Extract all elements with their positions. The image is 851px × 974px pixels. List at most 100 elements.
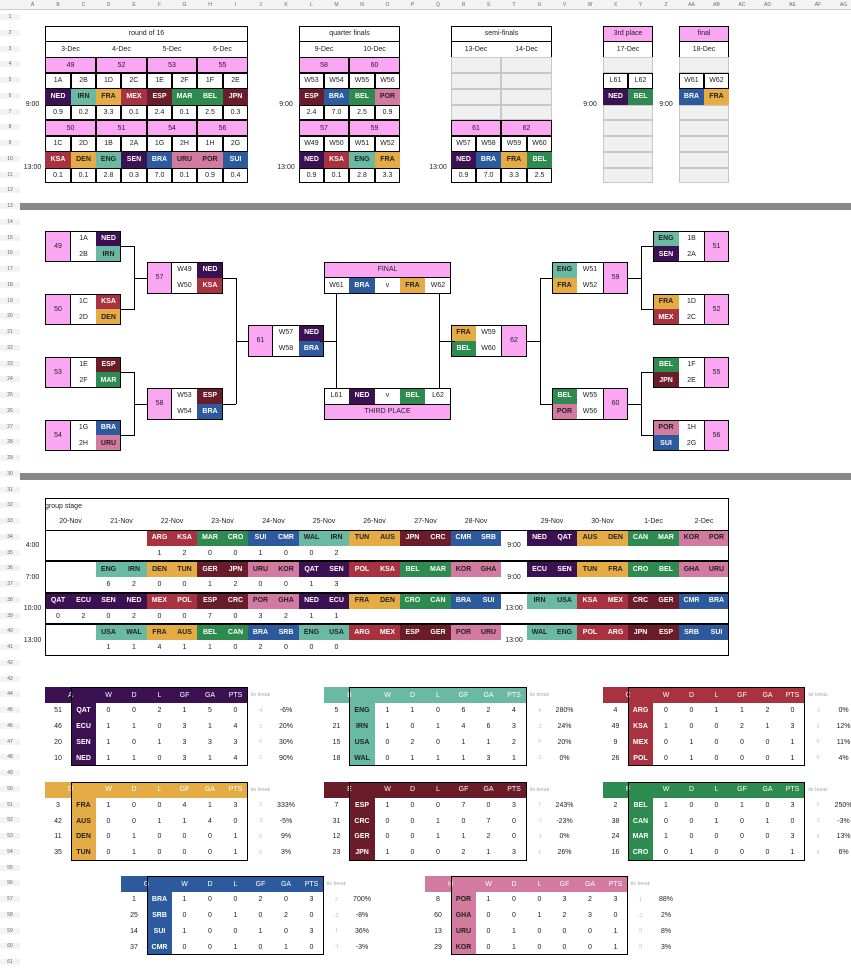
- row-number[interactable]: 16: [0, 250, 20, 257]
- row-number[interactable]: 35: [0, 549, 20, 556]
- row-number[interactable]: 2: [0, 29, 20, 36]
- row-number[interactable]: 51: [0, 801, 20, 808]
- column-header[interactable]: C: [71, 0, 96, 10]
- row-number[interactable]: 36: [0, 565, 20, 572]
- column-header[interactable]: D: [96, 0, 121, 10]
- row-number[interactable]: 44: [0, 691, 20, 698]
- column-header[interactable]: AB: [704, 0, 729, 10]
- column-header[interactable]: H: [197, 0, 223, 10]
- column-header[interactable]: X: [603, 0, 628, 10]
- column-header[interactable]: I: [223, 0, 248, 10]
- row-number[interactable]: 47: [0, 738, 20, 745]
- row-number[interactable]: 39: [0, 612, 20, 619]
- row-number[interactable]: 56: [0, 880, 20, 887]
- row-number[interactable]: 25: [0, 392, 20, 398]
- column-header[interactable]: N: [349, 0, 375, 10]
- column-header[interactable]: AE: [780, 0, 805, 10]
- column-header[interactable]: K: [273, 0, 299, 10]
- column-header[interactable]: S: [476, 0, 501, 10]
- row-number[interactable]: 30: [0, 470, 20, 477]
- row-number[interactable]: 26: [0, 407, 20, 414]
- column-header[interactable]: AG: [831, 0, 851, 10]
- row-number[interactable]: 14: [0, 218, 20, 225]
- team-por: POR: [451, 892, 476, 908]
- column-header[interactable]: L: [299, 0, 324, 10]
- column-header[interactable]: P: [400, 0, 425, 10]
- row-number[interactable]: 9: [0, 140, 20, 146]
- row-number[interactable]: 54: [0, 848, 20, 855]
- seed-label: 1F: [687, 360, 696, 368]
- row-number[interactable]: 41: [0, 644, 20, 650]
- column-header[interactable]: AA: [679, 0, 704, 10]
- column-header[interactable]: Q: [425, 0, 451, 10]
- row-number[interactable]: 3: [0, 45, 20, 52]
- row-number[interactable]: 40: [0, 628, 20, 635]
- row-number[interactable]: 46: [0, 722, 20, 729]
- row-number[interactable]: 6: [0, 92, 20, 99]
- row-number[interactable]: 19: [0, 297, 20, 304]
- column-header[interactable]: AC: [729, 0, 755, 10]
- column-header[interactable]: U: [527, 0, 552, 10]
- row-number[interactable]: 12: [0, 187, 20, 194]
- row-number[interactable]: 32: [0, 502, 20, 509]
- row-number[interactable]: 15: [0, 234, 20, 241]
- row-number[interactable]: 43: [0, 675, 20, 682]
- row-number[interactable]: 33: [0, 518, 20, 524]
- row-number[interactable]: 55: [0, 864, 20, 871]
- column-header[interactable]: R: [451, 0, 476, 10]
- row-number[interactable]: 22: [0, 344, 20, 351]
- row-number[interactable]: 7: [0, 108, 20, 115]
- row-number[interactable]: 37: [0, 581, 20, 587]
- row-number[interactable]: 10: [0, 155, 20, 162]
- row-number[interactable]: 23: [0, 360, 20, 367]
- row-number[interactable]: 8: [0, 124, 20, 131]
- column-header[interactable]: E: [121, 0, 147, 10]
- column-header[interactable]: Y: [628, 0, 653, 10]
- column-header[interactable]: A: [20, 0, 45, 10]
- row-number[interactable]: 60: [0, 943, 20, 950]
- row-number[interactable]: 50: [0, 785, 20, 792]
- row-number[interactable]: 57: [0, 896, 20, 902]
- row-number[interactable]: 27: [0, 423, 20, 430]
- row-number[interactable]: 59: [0, 927, 20, 934]
- row-number[interactable]: 53: [0, 833, 20, 839]
- column-header[interactable]: F: [147, 0, 172, 10]
- column-header[interactable]: J: [248, 0, 273, 10]
- row-number[interactable]: 18: [0, 281, 20, 288]
- column-header[interactable]: AD: [755, 0, 780, 10]
- column-header[interactable]: AF: [805, 0, 831, 10]
- row-number[interactable]: 11: [0, 171, 20, 178]
- odds-value: 7.0: [476, 167, 501, 184]
- row-number[interactable]: 45: [0, 707, 20, 713]
- row-number[interactable]: 61: [0, 959, 20, 965]
- row-number[interactable]: 42: [0, 659, 20, 666]
- row-number[interactable]: 58: [0, 911, 20, 918]
- seed-label: W62: [430, 282, 446, 290]
- column-header[interactable]: M: [324, 0, 349, 10]
- row-number[interactable]: 4: [0, 61, 20, 68]
- tiebreak-header: tie break: [250, 692, 271, 699]
- row-number[interactable]: 24: [0, 376, 20, 383]
- row-number[interactable]: 31: [0, 486, 20, 493]
- column-header[interactable]: G: [172, 0, 197, 10]
- corner-cell[interactable]: [0, 0, 20, 10]
- column-header[interactable]: B: [45, 0, 71, 10]
- column-header[interactable]: Z: [653, 0, 679, 10]
- column-header[interactable]: T: [501, 0, 527, 10]
- row-number[interactable]: 28: [0, 439, 20, 446]
- row-number[interactable]: 13: [0, 203, 20, 209]
- row-number[interactable]: 48: [0, 754, 20, 761]
- column-header[interactable]: V: [552, 0, 577, 10]
- column-header[interactable]: O: [375, 0, 400, 10]
- row-number[interactable]: 34: [0, 533, 20, 540]
- row-number[interactable]: 20: [0, 313, 20, 320]
- row-number[interactable]: 29: [0, 455, 20, 461]
- column-header[interactable]: W: [577, 0, 603, 10]
- row-number[interactable]: 38: [0, 596, 20, 603]
- row-number[interactable]: 17: [0, 266, 20, 272]
- row-number[interactable]: 52: [0, 817, 20, 824]
- row-number[interactable]: 5: [0, 77, 20, 83]
- row-number[interactable]: 21: [0, 329, 20, 335]
- row-number[interactable]: 1: [0, 14, 20, 20]
- row-number[interactable]: 49: [0, 770, 20, 776]
